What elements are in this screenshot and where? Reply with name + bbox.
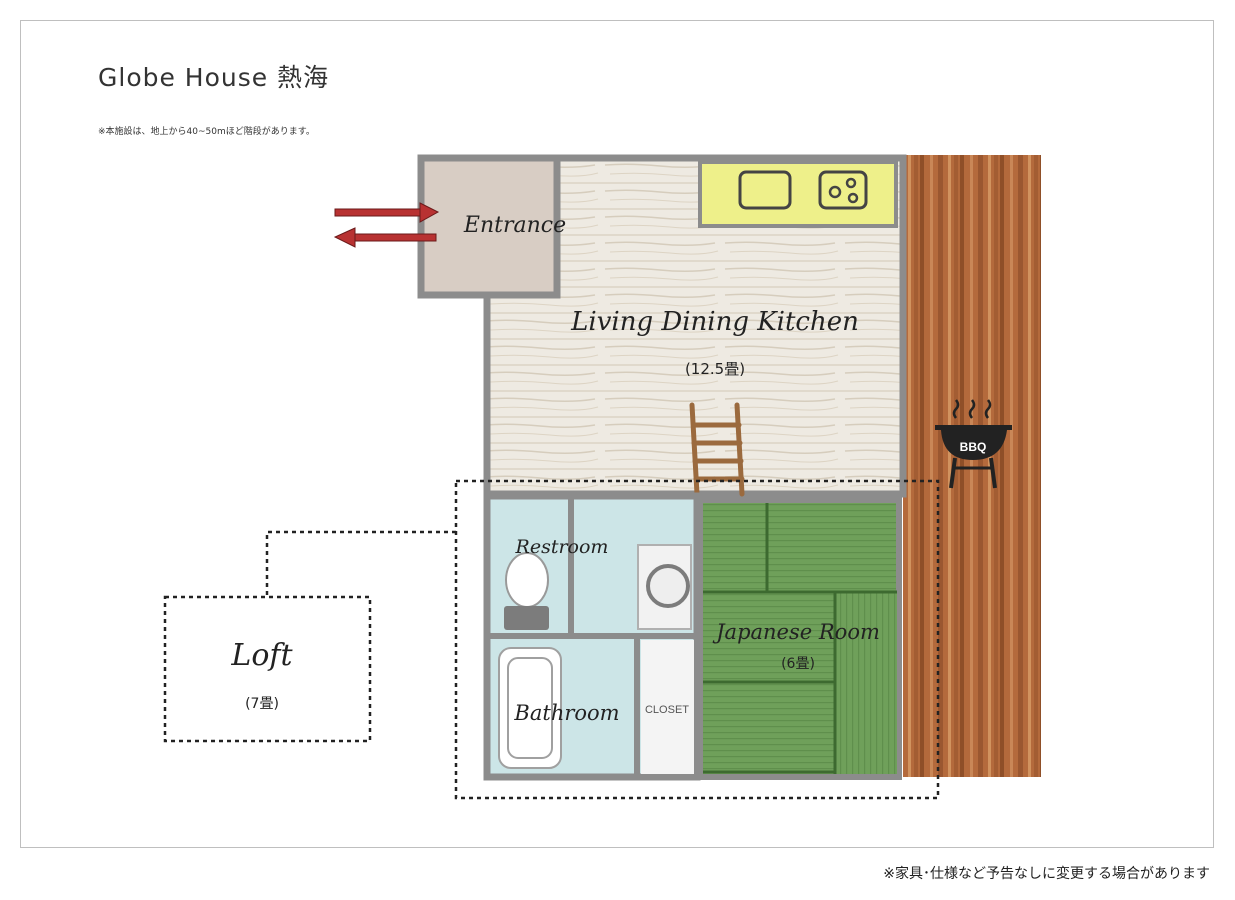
- loft-outline: [454, 479, 940, 800]
- ldk-size-label: (12.5畳): [685, 360, 745, 378]
- japanese-room-size-label: (6畳): [781, 656, 815, 672]
- wood-deck: [903, 155, 1041, 777]
- disclaimer: ※家具･仕様など予告なしに変更する場合があります: [883, 866, 1210, 882]
- washing-machine-icon: [637, 544, 692, 630]
- page-frame: [20, 20, 1214, 848]
- loft-box: [163, 595, 372, 743]
- bathroom-label: Bathroom: [513, 701, 619, 725]
- loft-label: Loft: [230, 638, 293, 673]
- stove-icon: [818, 170, 868, 210]
- japanese-room-label: Japanese Room: [712, 620, 880, 644]
- ladder-icon: [689, 402, 745, 497]
- entrance-label: Entrance: [463, 213, 566, 238]
- entry-arrow-icon: [334, 202, 440, 223]
- bathtub-icon: [498, 647, 562, 769]
- restroom-label: Restroom: [515, 536, 609, 558]
- bbq-grill-icon: [935, 399, 1012, 489]
- closet-label: CLOSET: [645, 704, 689, 716]
- exit-arrow-icon: [333, 227, 437, 248]
- loft-size-label: (7畳): [245, 696, 279, 712]
- page-title: Globe House 熱海: [98, 63, 330, 92]
- toilet-icon: [504, 552, 549, 630]
- stairs-note: ※本施設は、地上から40~50mほど階段があります。: [98, 127, 315, 137]
- sink-icon: [738, 170, 792, 210]
- closet-box: [641, 640, 694, 774]
- ldk-label: Living Dining Kitchen: [570, 307, 859, 337]
- bbq-label: BBQ: [960, 440, 987, 454]
- entrance-room: [417, 154, 561, 299]
